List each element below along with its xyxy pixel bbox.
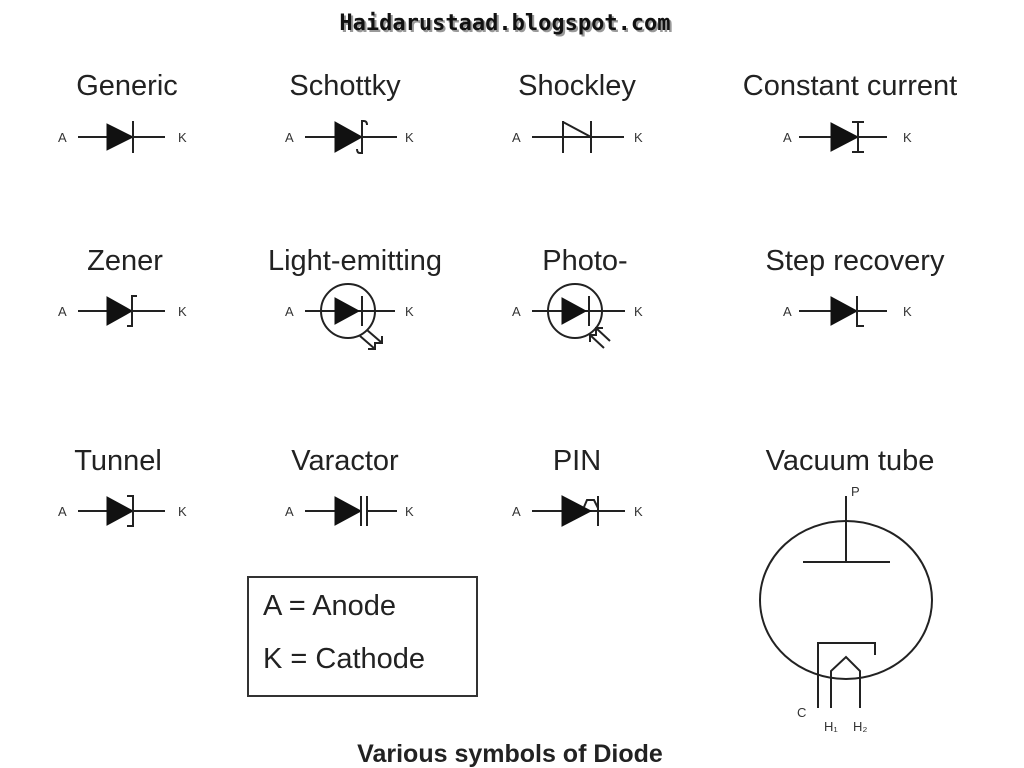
symbol-shockley: A K (512, 121, 643, 153)
cathode-label: K (178, 504, 187, 519)
symbol-light-emitting: A K (285, 283, 414, 350)
anode-label: A (783, 304, 792, 319)
heater1-label: H₁ (824, 719, 838, 734)
cathode-label: K (634, 130, 643, 145)
symbol-schottky: A K (285, 120, 414, 154)
anode-label: A (285, 130, 294, 145)
title-constant-current: Constant current (743, 70, 957, 102)
symbol-step-recovery: A K (783, 296, 912, 327)
anode-label: A (783, 130, 792, 145)
cathode-label: K (178, 130, 187, 145)
title-step-recovery: Step recovery (766, 245, 945, 277)
legend-anode: A = Anode (263, 590, 396, 622)
cathode-label: K (178, 304, 187, 319)
cathode-label: K (903, 304, 912, 319)
symbol-vacuum-tube: P C H₁ H₂ (759, 484, 933, 734)
cathode-label: K (634, 504, 643, 519)
title-vacuum-tube: Vacuum tube (766, 445, 935, 477)
legend-box: A = Anode K = Cathode (247, 576, 478, 697)
symbol-constant-current: A K (783, 121, 912, 153)
anode-label: A (58, 130, 67, 145)
anode-label: A (512, 304, 521, 319)
symbol-generic: A K (58, 121, 187, 153)
anode-label: A (285, 304, 294, 319)
cathode-label: K (405, 304, 414, 319)
title-photo: Photo- (542, 245, 627, 277)
title-light-emitting: Light-emitting (268, 245, 442, 277)
legend-cathode: K = Cathode (263, 643, 425, 675)
anode-label: A (512, 130, 521, 145)
anode-label: A (285, 504, 294, 519)
plate-label: P (851, 484, 860, 499)
title-generic: Generic (76, 70, 178, 102)
title-varactor: Varactor (291, 445, 399, 477)
anode-label: A (58, 504, 67, 519)
symbol-tunnel: A K (58, 495, 187, 527)
symbol-pin: A K (512, 495, 643, 527)
cathode-label: K (903, 130, 912, 145)
cathode-label: K (405, 504, 414, 519)
symbol-zener: A K (58, 295, 187, 327)
heater2-label: H₂ (853, 719, 867, 734)
title-pin: PIN (553, 445, 601, 477)
title-tunnel: Tunnel (74, 445, 162, 477)
cathode-label: K (634, 304, 643, 319)
figure-caption: Various symbols of Diode (357, 740, 663, 768)
symbol-varactor: A K (285, 496, 414, 526)
header-title: Haidarustaad.blogspot.com (339, 11, 670, 36)
symbol-photo: A K (512, 283, 643, 349)
cathode-label: K (405, 130, 414, 145)
title-shockley: Shockley (518, 70, 636, 102)
anode-label: A (58, 304, 67, 319)
title-schottky: Schottky (289, 70, 401, 102)
cathode-pin-label: C (797, 705, 806, 720)
title-zener: Zener (87, 245, 163, 277)
anode-label: A (512, 504, 521, 519)
